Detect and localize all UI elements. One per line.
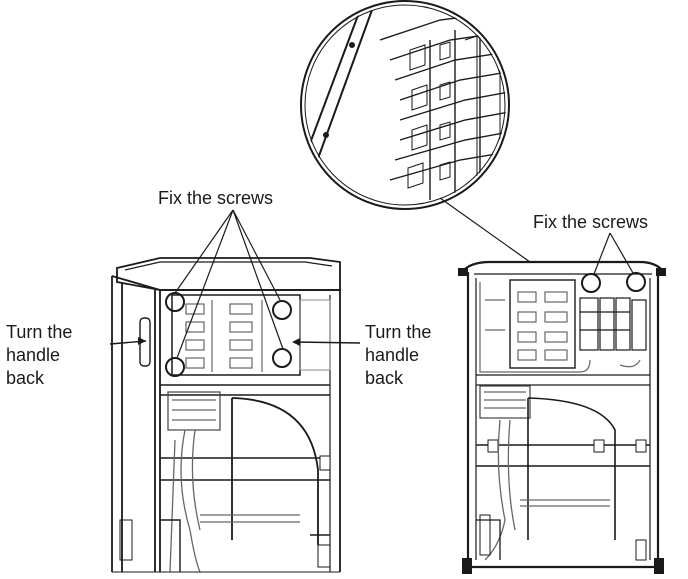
svg-text:handle: handle	[365, 345, 419, 365]
screw-marker	[272, 348, 292, 368]
screw-marker	[626, 272, 646, 292]
turn-handle-label-right: Turn the handle back	[365, 322, 431, 388]
screw-marker	[165, 357, 185, 377]
svg-text:Turn the: Turn the	[6, 322, 72, 342]
screw-marker	[272, 300, 292, 320]
fix-screws-pointers-left	[174, 209, 284, 359]
screw-marker	[581, 273, 601, 293]
fix-screws-pointers-right	[593, 232, 634, 275]
left-unit-drawing	[111, 257, 341, 573]
fix-screws-label-left: Fix the screws	[158, 188, 273, 208]
zoom-detail-circle	[300, 0, 510, 210]
right-unit-drawing	[458, 260, 666, 574]
right-screw-markers	[581, 272, 646, 293]
zoom-connector-line	[439, 197, 531, 263]
svg-text:Turn the: Turn the	[365, 322, 431, 342]
svg-text:back: back	[365, 368, 404, 388]
svg-text:handle: handle	[6, 345, 60, 365]
fix-screws-label-right: Fix the screws	[533, 212, 648, 232]
svg-text:back: back	[6, 368, 45, 388]
handle-arrows	[109, 337, 361, 346]
turn-handle-label-left: Turn the handle back	[6, 322, 72, 388]
